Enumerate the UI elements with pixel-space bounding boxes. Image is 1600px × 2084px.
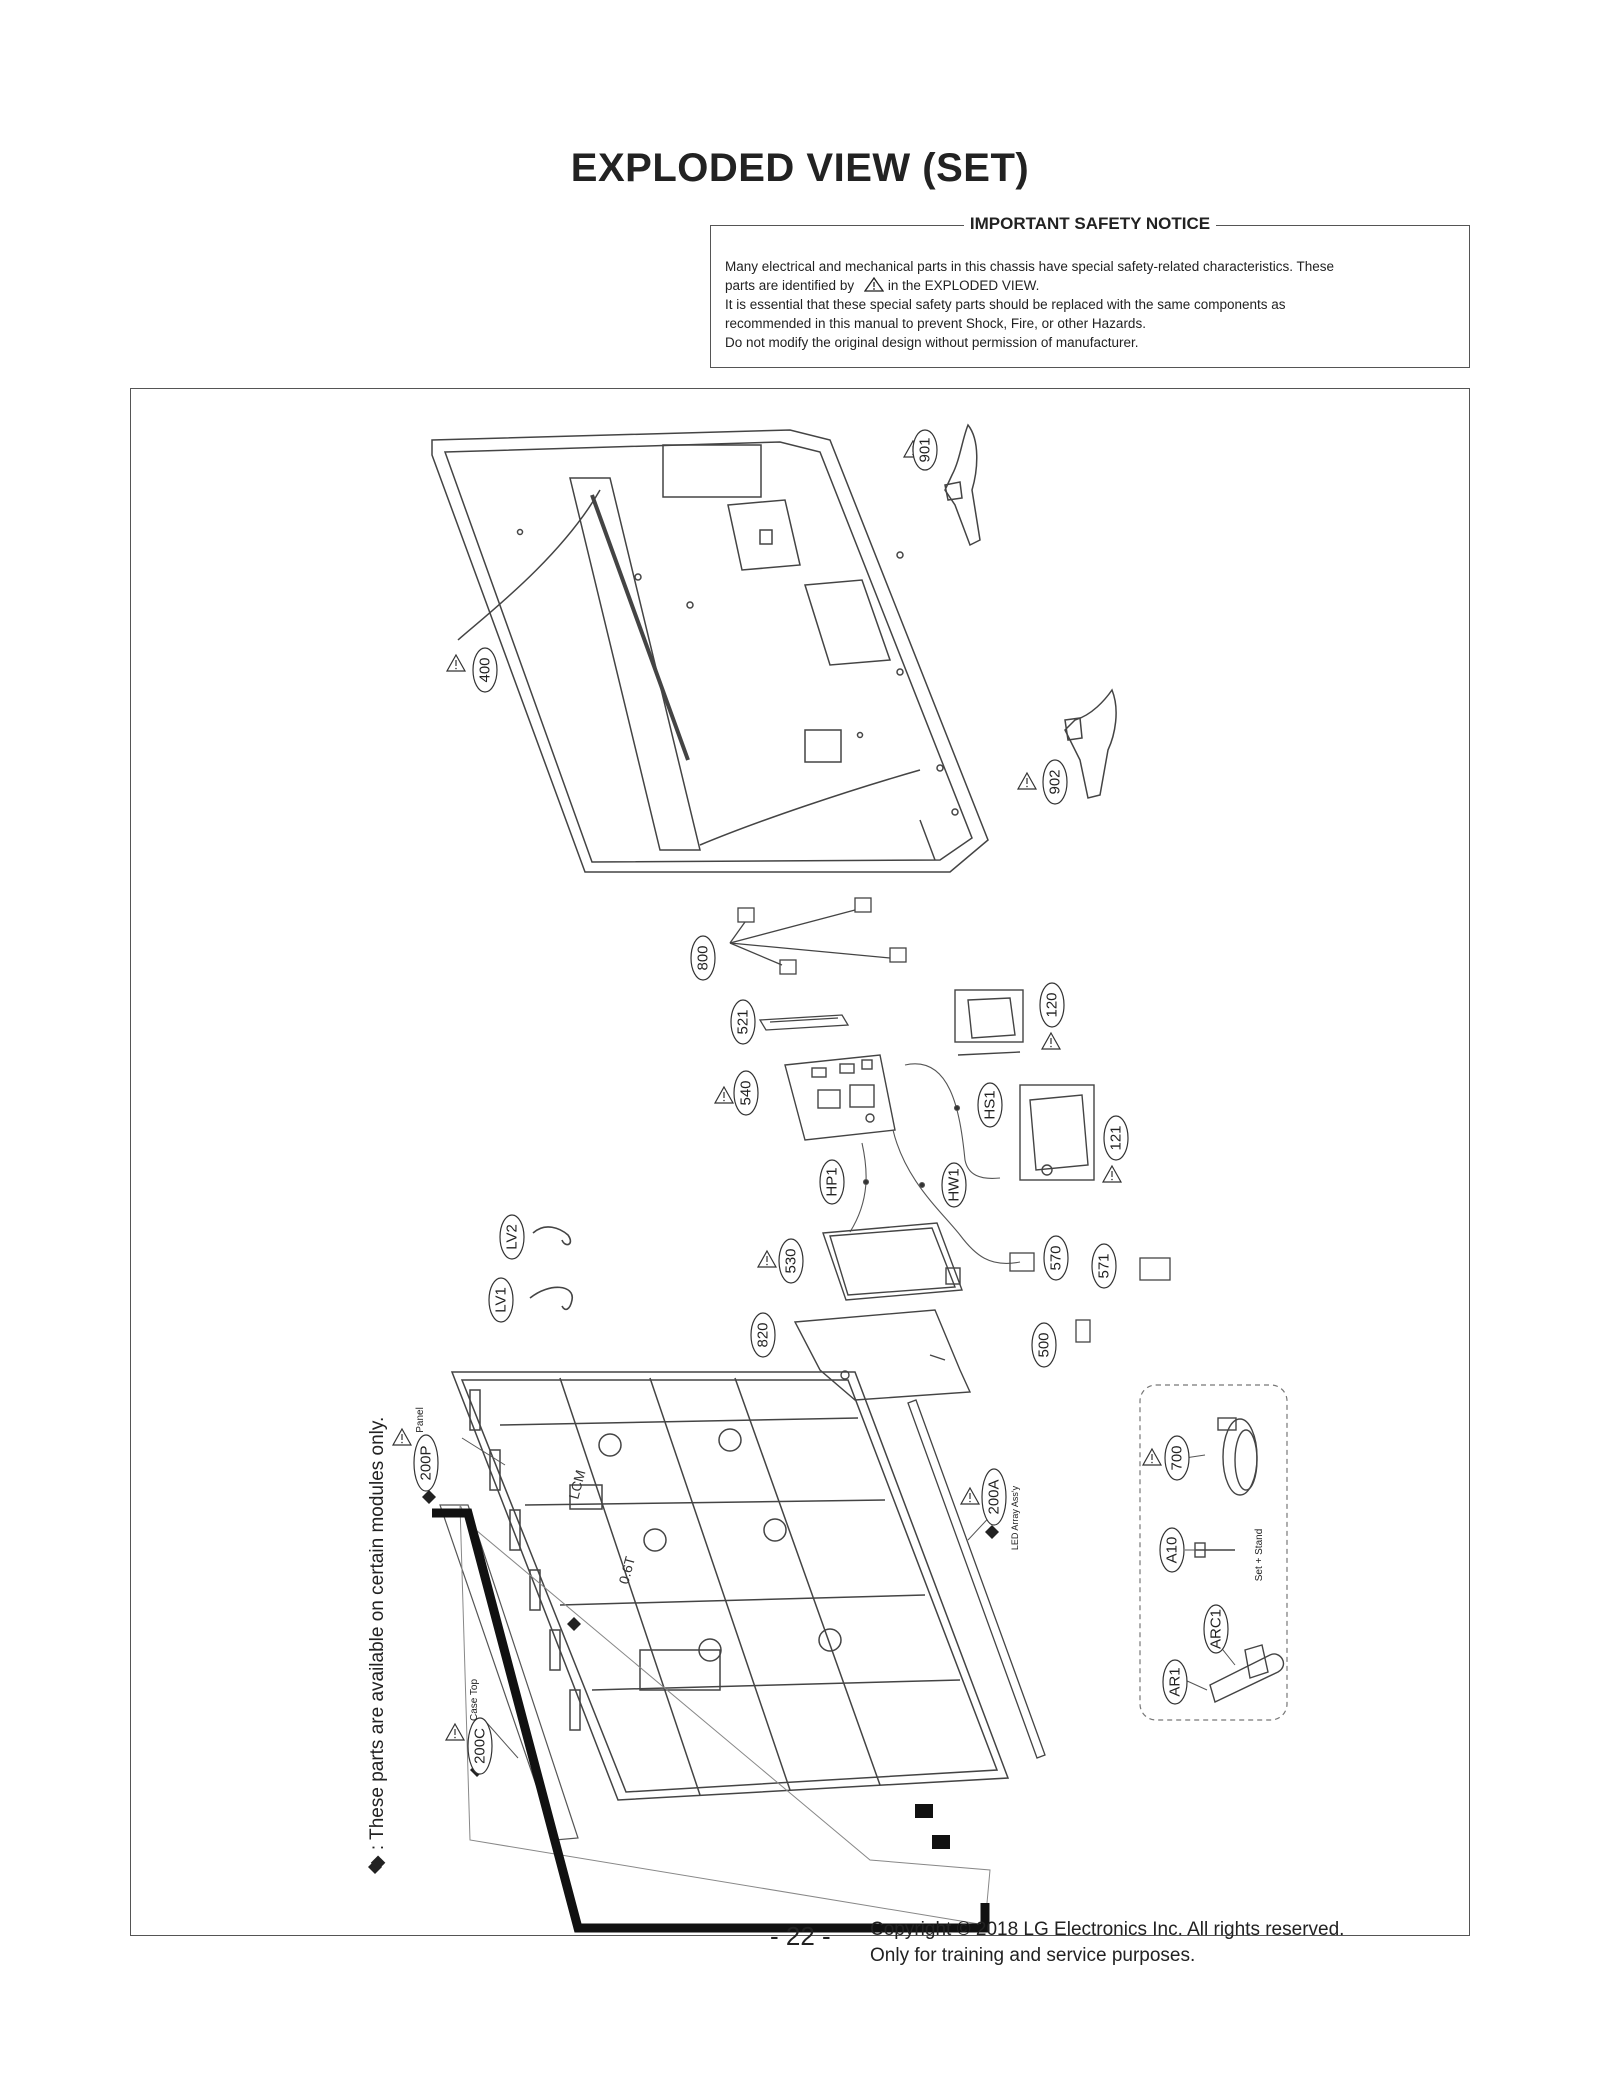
label-oval-lv1 [488,1277,514,1323]
footer-copyright: Copyright © 2018 LG Electronics Inc. All… [870,1917,1344,1969]
label-oval-arc1 [1203,1604,1229,1654]
label-oval-901 [912,429,938,471]
part-label-500: 500 [1036,1332,1053,1357]
notice-line-2a: parts are identified by [725,278,855,293]
part-label-120: 120 [1044,992,1061,1017]
part-label-700: 700 [1169,1445,1186,1470]
label-oval-521 [730,999,756,1045]
part-label-571: 571 [1096,1253,1113,1278]
part-label-hw1: HW1 [946,1168,963,1201]
page-title: EXPLODED VIEW (SET) [570,146,1030,190]
label-oval-571 [1091,1243,1117,1289]
label-oval-200a [981,1468,1007,1526]
back-cover-400 [431,429,989,873]
safety-notice-heading: IMPORTANT SAFETY NOTICE [963,214,1217,233]
safety-notice-box: IMPORTANT SAFETY NOTICE Many electrical … [710,214,1470,368]
notice-line-2b: in the EXPLODED VIEW. [887,278,1040,293]
label-oval-hs1 [977,1082,1003,1128]
part-label-a10: A10 [1164,1537,1181,1564]
side-note: ◆ : These parts are available on certain… [367,1417,388,1870]
main-board-540 [784,1054,896,1141]
label-oval-902 [1042,759,1068,805]
part-sublabel-200a: LED Array Ass'y [1010,1485,1020,1550]
warning-triangle-icon [863,276,885,292]
diagram-frame [130,388,1470,1936]
notice-line-3: It is essential that these special safet… [725,297,1286,312]
lvds-cables [529,1226,573,1311]
part-sublabel-a10: Set + Stand [1254,1529,1265,1582]
part-label-121: 121 [1108,1125,1125,1150]
part-label-901: 901 [917,437,934,462]
part-label-530: 530 [783,1248,800,1273]
notice-line-1: Many electrical and mechanical parts in … [725,259,1335,274]
speaker-120 [954,989,1024,1056]
label-oval-400 [472,647,498,693]
part-label-521: 521 [735,1009,752,1034]
label-oval-530 [778,1238,804,1284]
part-sublabel-200c: Case Top [469,1679,480,1722]
part-label-hp1: HP1 [824,1167,841,1196]
part-label-ar1: AR1 [1167,1667,1184,1696]
notice-line-4: recommended in this manual to prevent Sh… [725,316,1146,331]
power-board-530 [822,1222,963,1301]
accessories-box [1139,1384,1288,1721]
board-570-571-500 [1009,1252,1171,1343]
label-oval-700 [1164,1435,1190,1481]
led-array-200a [907,1399,1046,1759]
label-oval-120 [1039,982,1065,1028]
page-number: - 22 - [770,1921,831,1951]
part-label-800: 800 [695,945,712,970]
stand-902 [1064,688,1117,799]
wires-hs1-hw1-hp1 [849,1063,1021,1264]
part-label-arc1: ARC1 [1208,1609,1225,1649]
part-label-540: 540 [738,1080,755,1105]
label-oval-hp1 [819,1159,845,1205]
part-label-400: 400 [477,657,494,682]
part-label-200a: 200A [986,1479,1003,1514]
part-label-902: 902 [1047,769,1064,794]
stand-901 [944,423,981,547]
panel-module-200p [450,1371,1010,1801]
label-oval-570 [1043,1235,1069,1281]
notice-line-5: Do not modify the original design withou… [725,335,1139,350]
label-oval-800 [690,935,716,981]
purpose-line: Only for training and service purposes. [870,1945,1196,1966]
bracket-521 [758,1014,850,1031]
part-label-lv1: LV1 [493,1287,510,1313]
label-oval-hw1 [941,1162,967,1208]
label-oval-a10 [1159,1527,1185,1573]
screws-800 [729,897,907,975]
panel-mark-lcm: LCM [565,1468,588,1501]
part-label-200p: 200P [418,1445,435,1480]
label-oval-500 [1031,1322,1057,1368]
label-oval-540 [733,1070,759,1116]
part-label-lv2: LV2 [504,1224,521,1250]
speaker-121 [1019,1084,1095,1181]
copyright-line: Copyright © 2018 LG Electronics Inc. All… [870,1919,1345,1940]
label-oval-lv2 [499,1214,525,1260]
part-sublabel-200p: Panel [415,1407,426,1433]
label-oval-820 [750,1312,776,1358]
label-oval-121 [1103,1115,1129,1161]
shield-820 [793,1309,972,1401]
label-oval-200c [467,1717,493,1775]
label-oval-ar1 [1162,1659,1188,1705]
label-oval-200p [413,1434,439,1492]
panel-mark-06t: 0.6T [615,1554,638,1586]
part-label-200c: 200C [472,1728,489,1764]
part-label-hs1: HS1 [982,1090,999,1119]
warning-triangle-icons [392,440,1162,1741]
part-label-820: 820 [755,1322,772,1347]
safety-notice-body: Many electrical and mechanical parts in … [725,257,1455,352]
case-top-200c [432,1504,991,1933]
accessories [1194,1417,1285,1703]
part-label-570: 570 [1048,1245,1065,1270]
